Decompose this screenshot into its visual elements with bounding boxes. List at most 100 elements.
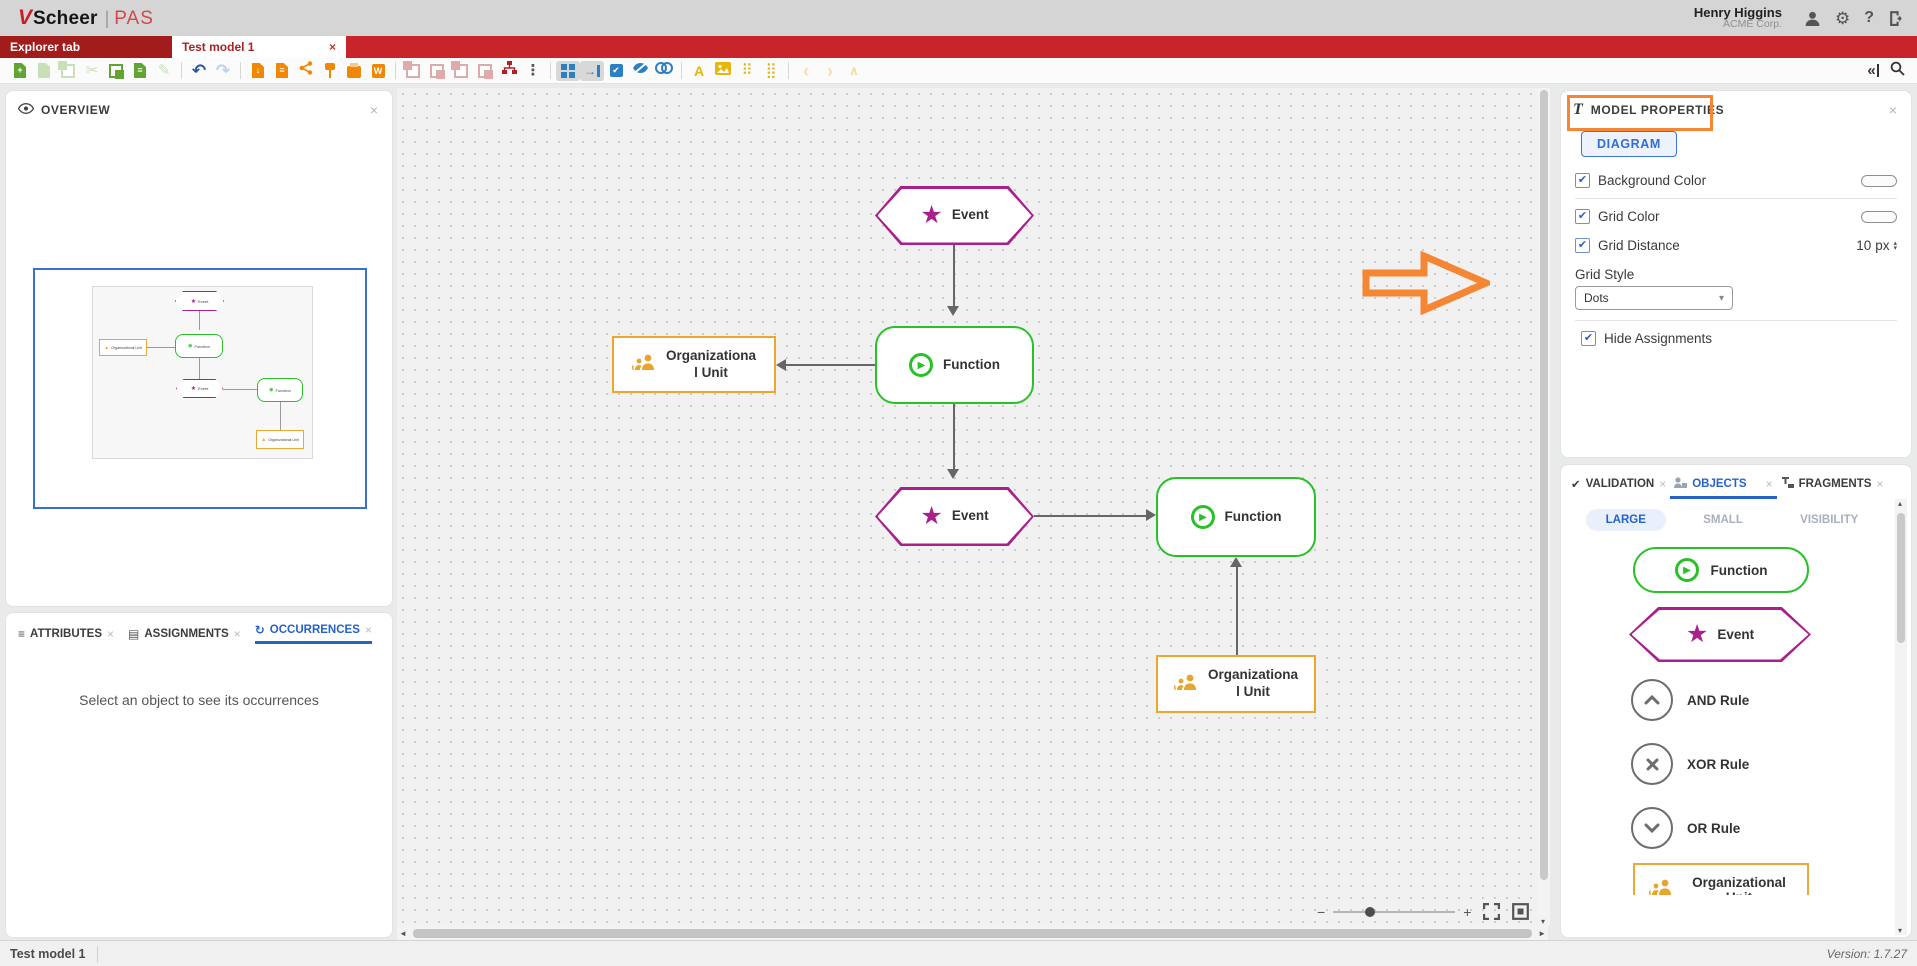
zoom-in-button[interactable]: + [1463, 903, 1472, 920]
diagram-button[interactable]: DIAGRAM [1581, 131, 1677, 157]
cut-button[interactable]: ✂ [80, 61, 104, 81]
zoom-slider[interactable] [1333, 906, 1456, 917]
search-button[interactable] [1885, 61, 1909, 81]
connection-function1-orgunit1[interactable] [786, 364, 876, 366]
tab-validation-close-icon[interactable]: × [1659, 477, 1667, 491]
connection-function1-event2[interactable] [953, 403, 955, 469]
toggle-grid-button[interactable] [556, 60, 580, 81]
node-function-2[interactable]: ▶ Function [1156, 477, 1316, 557]
layout-dots-button[interactable]: ⠿ [735, 61, 759, 81]
fullscreen-icon[interactable] [1483, 903, 1501, 920]
nav-up-button[interactable]: ∧ [842, 61, 866, 81]
node-function-1[interactable]: ▶ Function [875, 326, 1034, 404]
tab-test-model[interactable]: Test model 1 × [172, 36, 346, 58]
undo-button[interactable]: ↶ [187, 61, 211, 81]
zoom-out-button[interactable]: − [1317, 903, 1326, 920]
overview-close-icon[interactable]: × [369, 102, 378, 118]
size-tab-large[interactable]: LARGE [1585, 509, 1666, 531]
scroll-right-icon[interactable]: ► [1538, 928, 1546, 938]
scroll-down-icon[interactable]: ▾ [1541, 917, 1546, 926]
delete-button[interactable] [32, 61, 56, 81]
share-button[interactable] [294, 61, 318, 81]
objects-item-and-rule[interactable]: AND Rule [1631, 679, 1749, 721]
duplicate-button[interactable] [56, 60, 80, 81]
hide-elements-button[interactable] [628, 61, 652, 81]
objects-item-xor-rule[interactable]: XOR Rule [1631, 743, 1749, 785]
zoom-slider-thumb[interactable] [1365, 906, 1376, 917]
background-color-swatch[interactable] [1861, 174, 1897, 187]
hide-assignments-checkbox[interactable]: ✔ [1581, 331, 1596, 346]
canvas-horizontal-scrollbar[interactable]: ◄ ► [397, 926, 1548, 940]
connection-event1-function1[interactable] [953, 245, 955, 306]
snap-to-grid-button[interactable]: → [580, 60, 604, 81]
copy-button[interactable] [104, 61, 128, 81]
tab-occurrences[interactable]: ↻ OCCURRENCES × [254, 623, 372, 644]
minimap-viewport[interactable]: ★Event ◉Function ▲Organizational Unit ★E… [33, 268, 367, 509]
objects-scrollbar[interactable]: ▴ ▾ [1895, 499, 1907, 935]
grid-distance-checkbox[interactable]: ✔ [1575, 238, 1590, 253]
tab-objects-close-icon[interactable]: × [1765, 477, 1773, 491]
settings-gear-icon[interactable]: ⚙ [1834, 8, 1851, 28]
font-color-button[interactable]: A [687, 61, 711, 81]
grid-color-swatch[interactable] [1861, 210, 1897, 223]
background-color-checkbox[interactable]: ✔ [1575, 173, 1590, 188]
objects-item-or-rule[interactable]: OR Rule [1631, 807, 1740, 849]
vertical-scrollbar-thumb[interactable] [1540, 90, 1548, 880]
tab-close-icon[interactable]: × [328, 40, 336, 54]
ungroup-button[interactable] [425, 61, 449, 81]
user-profile-icon[interactable] [1804, 10, 1821, 27]
group-button[interactable] [401, 60, 425, 81]
scroll-up-icon[interactable]: ▴ [1898, 499, 1903, 508]
tab-objects[interactable]: OBJECTS × [1670, 477, 1777, 499]
print-button[interactable] [342, 61, 366, 81]
bring-front-button[interactable] [449, 60, 473, 81]
stepper-down-icon[interactable]: ▾ [1893, 244, 1897, 252]
send-back-button[interactable] [473, 61, 497, 81]
grid-style-select[interactable]: Dots ▾ [1575, 286, 1733, 310]
scroll-down-icon[interactable]: ▾ [1898, 926, 1903, 935]
tab-explorer[interactable]: Explorer tab [0, 36, 172, 58]
export-button[interactable]: ≡ [270, 61, 294, 81]
insert-image-button[interactable] [711, 61, 735, 81]
more-options-button[interactable]: ⋮ [521, 61, 545, 81]
new-model-button[interactable]: + [8, 61, 32, 81]
model-properties-close-icon[interactable]: × [1888, 102, 1897, 118]
tab-validation[interactable]: ✔ VALIDATION × [1571, 477, 1666, 499]
tab-assignments[interactable]: ▤ ASSIGNMENTS × [128, 627, 241, 641]
nav-forward-button[interactable]: › [818, 61, 842, 81]
scroll-left-icon[interactable]: ◄ [399, 928, 407, 938]
grid-distance-value[interactable]: 10 [1856, 238, 1872, 253]
tab-fragments-close-icon[interactable]: × [1876, 477, 1884, 491]
paste-button[interactable]: ≡ [128, 61, 152, 81]
objects-item-org-unit[interactable]: Organizational Unit [1633, 863, 1809, 895]
node-event-1[interactable]: ★ Event [875, 186, 1034, 245]
grid-distance-stepper[interactable]: ▴ ▾ [1893, 240, 1897, 252]
node-org-unit-2[interactable]: Organizational Unit [1156, 655, 1316, 713]
nav-back-button[interactable]: ‹ [794, 61, 818, 81]
hierarchy-button[interactable] [497, 61, 521, 81]
collapse-sidebar-button[interactable]: « [1861, 61, 1885, 81]
size-tab-small[interactable]: SMALL [1703, 514, 1743, 526]
connection-event2-function2[interactable] [1034, 515, 1147, 517]
canvas-vertical-scrollbar[interactable]: ▾ [1538, 88, 1550, 926]
connection-orgunit2-function2[interactable] [1236, 567, 1238, 655]
tab-attributes-close-icon[interactable]: × [107, 626, 115, 641]
tab-attributes[interactable]: ≡ ATTRIBUTES × [18, 627, 114, 641]
fit-to-screen-icon[interactable] [1512, 903, 1530, 920]
objects-item-event[interactable]: ★ Event [1629, 607, 1811, 662]
logout-icon[interactable] [1888, 10, 1905, 27]
word-export-button[interactable]: W [366, 61, 390, 81]
edit-button[interactable]: ✎ [152, 61, 176, 81]
pin-button[interactable] [318, 61, 342, 81]
validation-toggle-button[interactable]: ✔ [604, 61, 628, 81]
help-icon[interactable]: ? [1864, 9, 1874, 26]
objects-item-function[interactable]: ▶ Function [1633, 547, 1809, 593]
layout-matrix-button[interactable]: ⣿ [759, 61, 783, 81]
size-tab-visibility[interactable]: VISIBILITY [1800, 514, 1859, 526]
diagram-canvas[interactable]: ★ Event ▶ Function Organizational Unit ★… [397, 88, 1548, 926]
grid-color-checkbox[interactable]: ✔ [1575, 209, 1590, 224]
tab-occurrences-close-icon[interactable]: × [364, 623, 372, 637]
save-download-button[interactable]: ↓ [246, 61, 270, 81]
horizontal-scrollbar-thumb[interactable] [412, 928, 1533, 938]
redo-button[interactable]: ↷ [211, 61, 235, 81]
